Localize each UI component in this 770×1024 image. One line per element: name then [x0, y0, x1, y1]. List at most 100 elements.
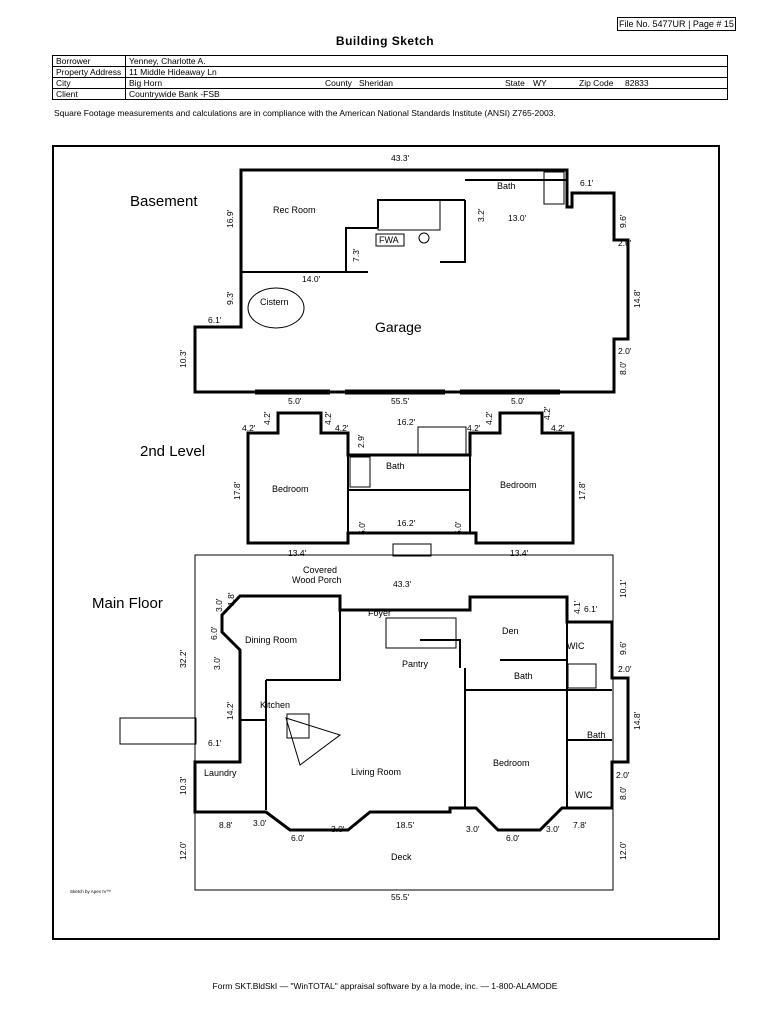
main-floor-outline — [193, 594, 630, 832]
water-heater-icon — [418, 232, 430, 244]
dim-m-433: 43.3' — [393, 579, 412, 589]
dim-b-50b: 5.0' — [511, 396, 525, 406]
dim-m-20b: 2.0' — [616, 770, 630, 780]
dim-m-322: 32.2' — [178, 649, 188, 668]
basement-outline — [193, 168, 630, 394]
shower-icon — [567, 663, 597, 689]
dim-l2-178a: 17.8' — [232, 481, 242, 500]
dim-l2-162a: 16.2' — [397, 417, 416, 427]
dim-m-120b: 12.0' — [618, 841, 628, 860]
dim-l2-134a: 13.4' — [288, 548, 307, 558]
room-bedroom-l2-right: Bedroom — [500, 480, 537, 490]
dim-m-20a: 2.0' — [618, 664, 632, 674]
dim-m-555: 55.5' — [391, 892, 410, 902]
dim-l2-42c: 4.2' — [323, 411, 333, 425]
dim-m-80: 8.0' — [618, 786, 628, 800]
second-level-label: 2nd Level — [140, 443, 205, 460]
room-labels: Rec Room Bath FWA Cistern Garage Bedroom… — [204, 181, 606, 862]
room-laundry: Laundry — [204, 768, 237, 778]
dim-m-120a: 12.0' — [178, 841, 188, 860]
dim-l2-42h: 4.2' — [551, 423, 565, 433]
basement-label: Basement — [130, 193, 198, 210]
dim-b-169: 16.9' — [225, 209, 235, 228]
dim-l2-29: 2.9' — [356, 434, 366, 448]
room-wood-porch: Wood Porch — [292, 575, 341, 585]
client-label: Client — [52, 88, 126, 100]
dim-m-103: 10.3' — [178, 776, 188, 795]
dim-m-101: 10.1' — [618, 579, 628, 598]
window-marks — [255, 389, 560, 395]
dim-b-103: 10.3' — [178, 349, 188, 368]
deck-boundary — [194, 554, 614, 891]
room-den: Den — [502, 626, 519, 636]
dim-m-60a: 6.0' — [291, 833, 305, 843]
dim-m-30a: 3.0' — [214, 598, 224, 612]
room-living: Living Room — [351, 767, 401, 777]
room-kitchen: Kitchen — [260, 700, 290, 710]
room-rec-room: Rec Room — [273, 205, 316, 215]
dim-m-88: 8.8' — [219, 820, 233, 830]
basement-stairs — [377, 199, 441, 231]
dim-m-78: 7.8' — [573, 820, 587, 830]
room-wic-lower: WIC — [575, 790, 593, 800]
dim-m-142: 14.2' — [225, 701, 235, 720]
client-value: Countrywide Bank -FSB — [125, 88, 728, 100]
room-covered-porch: Covered — [303, 565, 337, 575]
dim-b-20a: 2.0' — [618, 238, 632, 248]
dim-m-30e: 3.0' — [466, 824, 480, 834]
dim-b-50a: 5.0' — [288, 396, 302, 406]
dim-b-433: 43.3' — [391, 153, 410, 163]
dim-b-130: 13.0' — [508, 213, 527, 223]
room-wic-upper: WIC — [567, 641, 585, 651]
room-bath-l2: Bath — [386, 461, 405, 471]
dim-l2-42g: 4.2' — [542, 406, 552, 420]
dim-m-96: 9.6' — [618, 641, 628, 655]
dim-b-140: 14.0' — [302, 274, 321, 284]
dim-m-18: 1.8' — [226, 592, 236, 606]
dim-b-80: 8.0' — [618, 361, 628, 375]
main-floor-inner — [240, 596, 612, 810]
porch-steps — [392, 543, 432, 557]
sketch-credit: Sketch by Apex IV™ — [70, 889, 111, 894]
cooktop-icon — [286, 713, 310, 739]
room-bath-main: Bath — [514, 671, 533, 681]
subject-info-table: Borrower Yenney, Charlotte A. Property A… — [52, 55, 728, 100]
dim-b-32: 3.2' — [476, 208, 486, 222]
dimension-labels: 43.3' 6.1' 16.9' 3.2' 13.0' 9.6' 2.0' 7.… — [178, 153, 642, 902]
main-floor-label: Main Floor — [92, 595, 163, 612]
fwa-box — [375, 233, 405, 247]
dim-b-20b: 2.0' — [618, 346, 632, 356]
room-garage: Garage — [375, 319, 422, 335]
dim-m-185: 18.5' — [396, 820, 415, 830]
room-deck: Deck — [391, 852, 412, 862]
bathtub-icon — [543, 171, 565, 205]
section-labels: Basement 2nd Level Main Floor — [92, 193, 205, 612]
room-basement-bath: Bath — [497, 181, 516, 191]
dim-b-61b: 6.1' — [208, 315, 222, 325]
second-level-outline — [246, 411, 575, 545]
dim-m-61b: 6.1' — [584, 604, 598, 614]
page-number: Page # 15 — [692, 19, 734, 29]
dim-l2-50a: 5.0' — [357, 521, 367, 535]
dim-l2-42a: 4.2' — [242, 423, 256, 433]
dim-m-30d: 3.0' — [331, 824, 345, 834]
dim-l2-42f: 4.2' — [484, 411, 494, 425]
footer-note: Form SKT.BldSkI — "WinTOTAL" appraisal s… — [212, 981, 558, 991]
room-pantry: Pantry — [402, 659, 429, 669]
dim-m-60: 6.0' — [209, 626, 219, 640]
dim-l2-50b: 5.0' — [453, 521, 463, 535]
side-steps — [119, 717, 197, 745]
room-fwa: FWA — [379, 235, 399, 245]
plan-walls — [193, 168, 630, 832]
dim-m-61: 6.1' — [208, 738, 222, 748]
sketch-frame — [52, 145, 720, 940]
dim-l2-42b: 4.2' — [262, 411, 272, 425]
ansi-note: Square Footage measurements and calculat… — [54, 108, 556, 118]
file-number-box: File No. 5477UR | Page # 15 — [617, 17, 736, 31]
dim-m-60b: 6.0' — [506, 833, 520, 843]
dim-b-148: 14.8' — [632, 289, 642, 308]
room-bedroom-main: Bedroom — [493, 758, 530, 768]
cistern-shape — [247, 287, 305, 329]
dim-b-96: 9.6' — [618, 214, 628, 228]
